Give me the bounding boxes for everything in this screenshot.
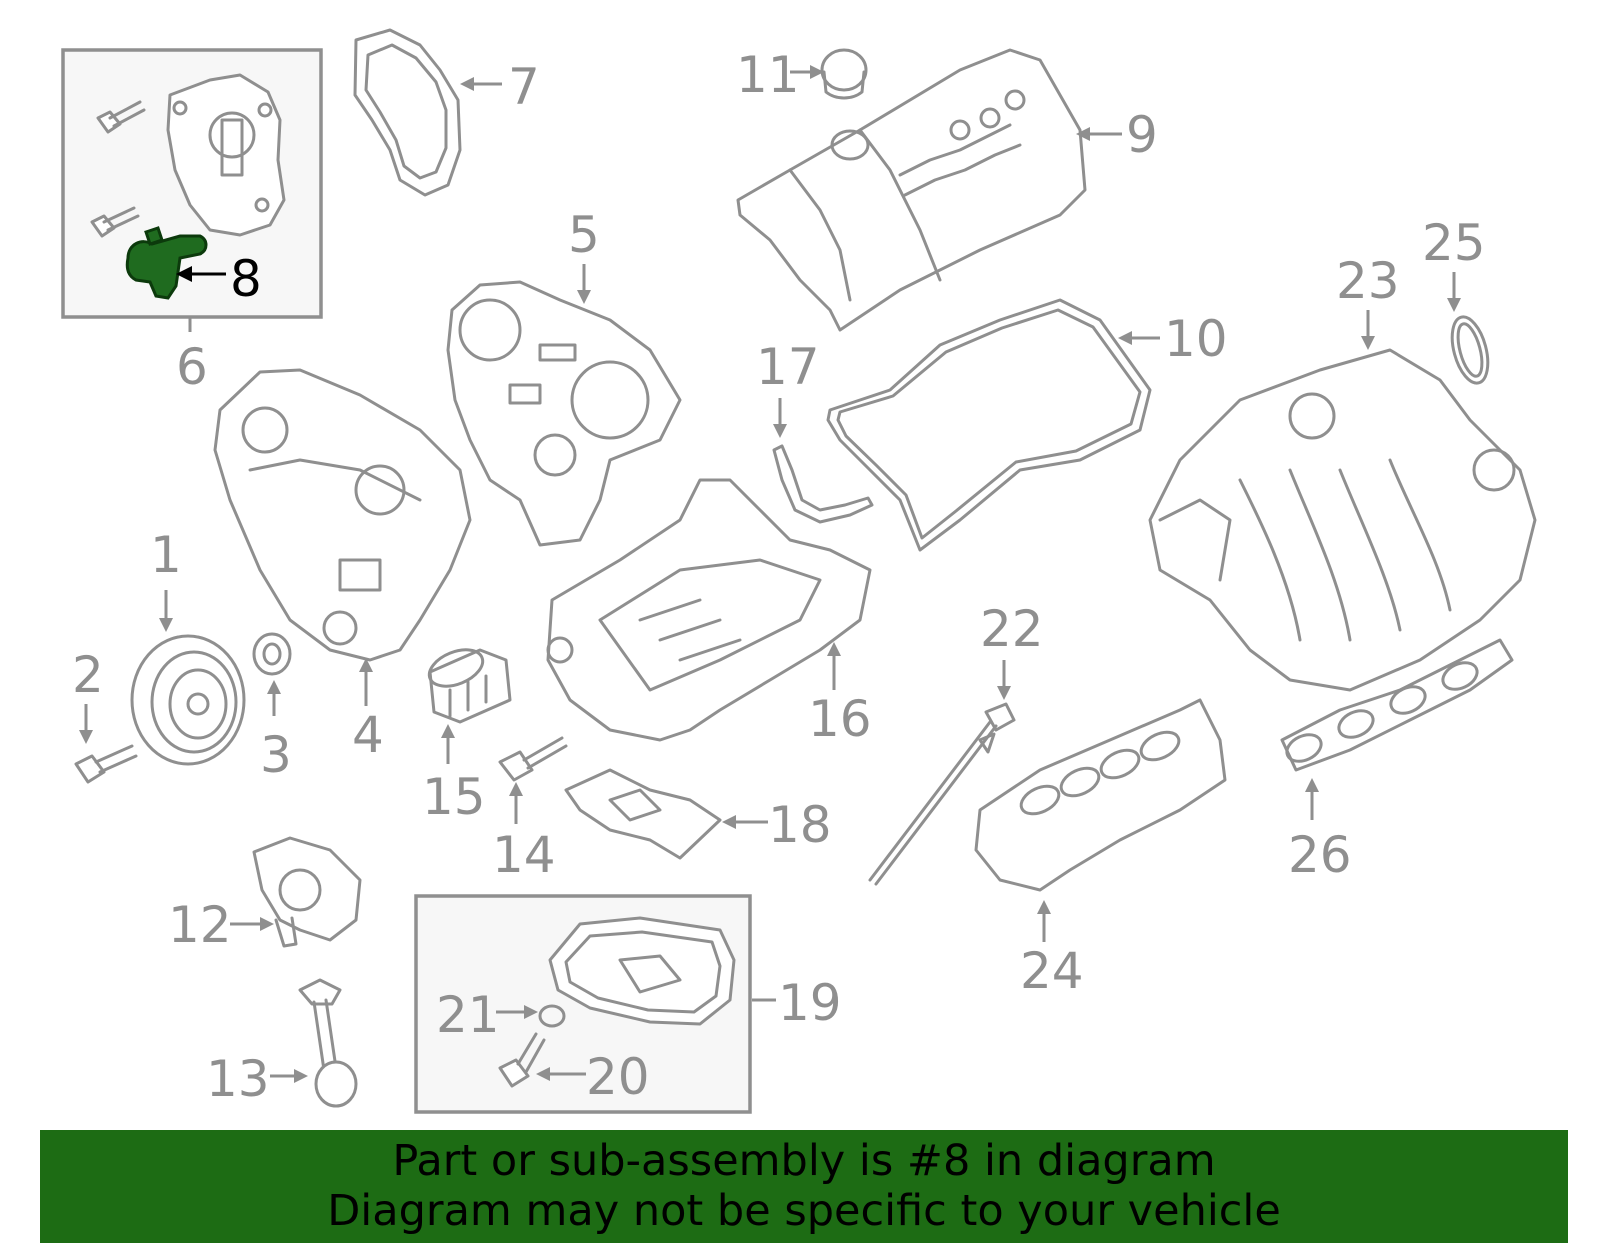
callout-18[interactable]: 18 [768,796,832,854]
arrow-8 [176,266,192,282]
callout-16[interactable]: 16 [808,690,872,748]
arrow-7 [460,77,474,91]
callout-4[interactable]: 4 [352,706,384,764]
arrow-9 [1076,127,1090,141]
arrow-11 [810,65,824,79]
callout-26[interactable]: 26 [1288,826,1352,884]
callout-21[interactable]: 21 [436,986,500,1044]
valve-cover-part-9[interactable] [736,48,1087,332]
callout-22[interactable]: 22 [980,600,1044,658]
oil-pan-upper-part-16[interactable] [546,478,872,742]
arrow-20 [536,1067,550,1081]
water-pump-part[interactable] [166,73,286,237]
banner-line-2: Diagram may not be specific to your vehi… [327,1186,1281,1236]
callout-11[interactable]: 11 [736,46,800,104]
drain-washer-part-21[interactable] [538,1004,566,1028]
arrow-23 [1361,336,1375,350]
arrow-13 [294,1069,308,1083]
gasket-part-7[interactable] [353,28,462,197]
callout-24[interactable]: 24 [1020,942,1084,1000]
timing-cover-part-5[interactable] [446,280,682,547]
callout-8[interactable]: 8 [230,250,262,308]
callout-9[interactable]: 9 [1126,106,1158,164]
bolt-part-2[interactable] [74,744,138,784]
callout-25[interactable]: 25 [1422,214,1486,272]
callout-6[interactable]: 6 [176,338,208,396]
sensor-part-14[interactable] [498,736,568,782]
callout-14[interactable]: 14 [492,826,556,884]
callout-20[interactable]: 20 [586,1048,650,1106]
oil-filler-cap-part-11[interactable] [820,48,868,100]
oil-filter-part-15[interactable] [424,643,512,724]
valve-cover-gasket-part-10[interactable] [826,298,1152,552]
oil-pump-part-12[interactable] [252,836,362,948]
callout-2[interactable]: 2 [72,646,104,704]
seal-part-3[interactable] [252,632,292,676]
arrow-4 [359,658,373,672]
baffle-part-18[interactable] [564,768,722,860]
arrow-2 [79,730,93,744]
intake-manifold-part-23[interactable] [1148,348,1537,692]
gasket-part-17[interactable] [772,444,874,524]
arrow-14 [509,782,523,796]
info-banner: Part or sub-assembly is #8 in diagram Di… [40,1130,1568,1243]
dipstick-part-22[interactable] [868,702,1016,886]
arrow-3 [267,680,281,694]
oil-pan-lower-part[interactable] [548,916,736,1026]
banner-line-1: Part or sub-assembly is #8 in diagram [392,1136,1216,1186]
callout-23[interactable]: 23 [1336,252,1400,310]
arrow-10 [1118,331,1132,345]
highlighted-part-8[interactable] [125,226,208,300]
oil-strainer-part-13[interactable] [298,978,358,1108]
callout-13[interactable]: 13 [206,1050,270,1108]
crank-pulley-part-1[interactable] [130,634,246,766]
intake-gasket-part-26[interactable] [1280,638,1514,772]
arrow-24 [1037,900,1051,914]
arrow-22 [997,686,1011,700]
bolt-part-b[interactable] [90,206,140,238]
arrow-5 [577,290,591,304]
callout-5[interactable]: 5 [568,206,600,264]
arrow-16 [827,642,841,656]
callout-7[interactable]: 7 [508,58,540,116]
arrow-17 [773,424,787,438]
drain-plug-part-20[interactable] [498,1032,546,1088]
arrow-12 [260,917,274,931]
front-cover-part-4[interactable] [213,368,472,662]
arrow-15 [441,724,455,738]
arrow-18 [722,815,736,829]
lower-intake-part-24[interactable] [974,698,1227,892]
callout-19[interactable]: 19 [778,974,842,1032]
arrow-26 [1305,778,1319,792]
callout-17[interactable]: 17 [756,338,820,396]
callout-10[interactable]: 10 [1164,310,1228,368]
callout-12[interactable]: 12 [168,896,232,954]
arrow-21 [524,1005,538,1019]
arrow-25 [1447,298,1461,312]
bolt-part-a[interactable] [96,100,146,134]
callout-1[interactable]: 1 [150,526,182,584]
callout-15[interactable]: 15 [422,768,486,826]
arrow-1 [159,618,173,632]
o-ring-part-25[interactable] [1446,313,1495,387]
callout-3[interactable]: 3 [260,726,292,784]
